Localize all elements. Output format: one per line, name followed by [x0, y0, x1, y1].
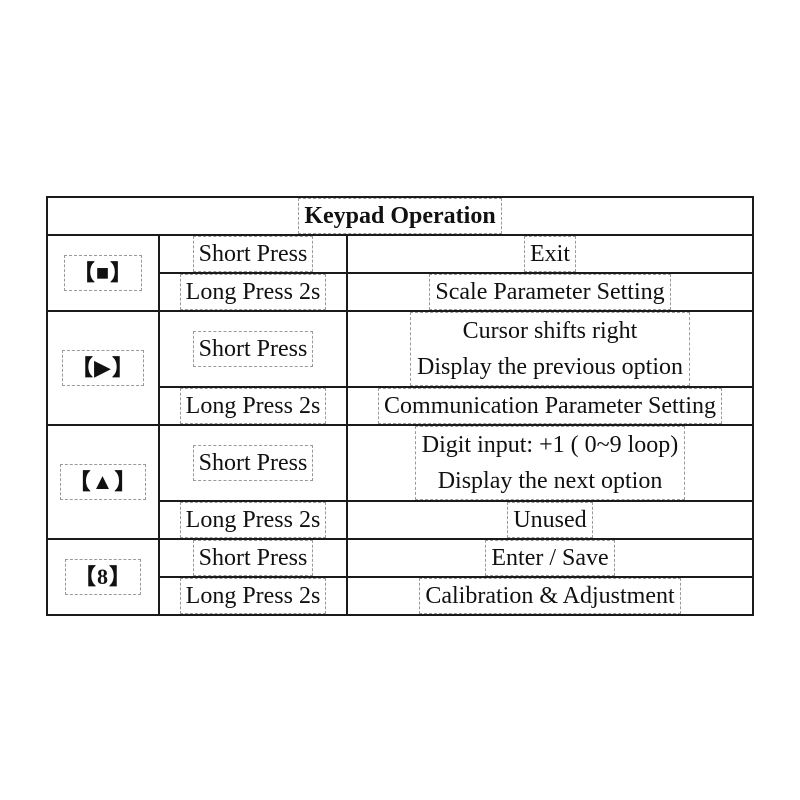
table-row: Long Press 2s Unused — [47, 500, 755, 540]
action-text: Unused — [507, 502, 593, 538]
action-text: Calibration & Adjustment — [419, 578, 681, 614]
action-text: Scale Parameter Setting — [429, 274, 671, 310]
table-row: Long Press 2s Communication Parameter Se… — [47, 386, 755, 426]
action-cell: Digit input: +1 ( 0~9 loop) Display the … — [345, 424, 755, 502]
action-cell: Calibration & Adjustment — [345, 576, 755, 616]
action-cell: Cursor shifts right Display the previous… — [345, 310, 755, 388]
action-cell: Communication Parameter Setting — [345, 386, 755, 426]
press-type-long: Long Press 2s — [179, 388, 327, 424]
action-cell: Scale Parameter Setting — [345, 272, 755, 312]
key-cell-right: 【▶】 — [46, 310, 160, 426]
table-row: 【▶】 Short Press Cursor shifts right Disp… — [46, 310, 755, 426]
press-type-cell: Long Press 2s — [158, 386, 348, 426]
table-row: 【8】 Short Press Enter / Save — [46, 538, 755, 616]
action-text-multiline: Digit input: +1 ( 0~9 loop) Display the … — [414, 426, 686, 500]
key-cell-eight: 【8】 — [46, 538, 160, 616]
press-type-long: Long Press 2s — [179, 502, 327, 538]
key-right-label: 【▶】 — [62, 350, 144, 386]
action-text: Enter / Save — [485, 540, 615, 576]
table-row: Long Press 2s Calibration & Adjustment — [47, 576, 755, 616]
action-line: Cursor shifts right — [462, 318, 638, 344]
press-type-short: Short Press — [192, 540, 314, 576]
action-cell: Exit — [345, 234, 755, 274]
table-title-row: Keypad Operation — [45, 196, 755, 236]
key-eight-label: 【8】 — [64, 559, 141, 595]
press-type-short: Short Press — [192, 236, 314, 272]
table-row: Long Press 2s Scale Parameter Setting — [47, 272, 755, 312]
key-cell-up: 【▲】 — [46, 424, 160, 540]
press-type-short: Short Press — [192, 331, 314, 367]
action-cell: Enter / Save — [345, 538, 755, 578]
action-line: Display the next option — [437, 468, 663, 494]
table-title-cell: Keypad Operation — [45, 196, 755, 236]
press-type-cell: Long Press 2s — [158, 272, 348, 312]
press-type-cell: Short Press — [158, 310, 348, 388]
table-row: 【■】 Short Press Exit — [46, 234, 755, 312]
key-cell-stop: 【■】 — [46, 234, 160, 312]
action-line: Display the previous option — [417, 354, 683, 380]
key-stop-label: 【■】 — [63, 255, 143, 291]
press-type-cell: Short Press — [158, 234, 348, 274]
press-type-long: Long Press 2s — [179, 578, 327, 614]
press-type-cell: Long Press 2s — [158, 576, 348, 616]
action-text-multiline: Cursor shifts right Display the previous… — [410, 312, 690, 386]
table-title: Keypad Operation — [298, 198, 502, 234]
press-type-cell: Short Press — [158, 538, 348, 578]
table-row: 【▲】 Short Press Digit input: +1 ( 0~9 lo… — [46, 424, 755, 540]
press-type-short: Short Press — [192, 445, 314, 481]
action-cell: Unused — [345, 500, 755, 540]
action-line: Digit input: +1 ( 0~9 loop) — [421, 432, 679, 458]
keypad-operation-table: Keypad Operation 【■】 Short Press Exit Lo… — [45, 196, 755, 616]
keypad-operation-table-wrap: Keypad Operation 【■】 Short Press Exit Lo… — [45, 196, 755, 616]
action-text: Exit — [524, 236, 577, 272]
action-text: Communication Parameter Setting — [378, 388, 722, 424]
press-type-cell: Long Press 2s — [158, 500, 348, 540]
key-up-label: 【▲】 — [59, 464, 147, 500]
press-type-cell: Short Press — [158, 424, 348, 502]
press-type-long: Long Press 2s — [179, 274, 327, 310]
